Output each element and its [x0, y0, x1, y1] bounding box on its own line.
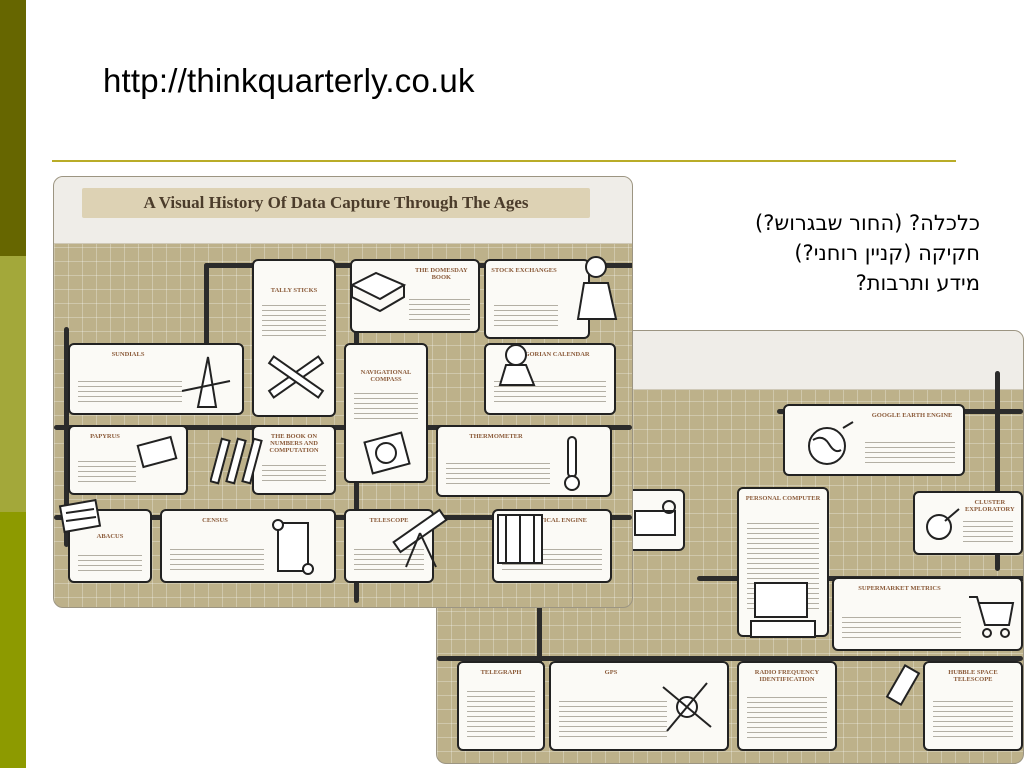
poster-banner: A Visual History Of Data Capture Through…: [82, 188, 590, 218]
card-hubble-space-telescope: HUBBLE SPACE TELESCOPE: [923, 661, 1023, 751]
card-radio-frequency-identification: RADIO FREQUENCY IDENTIFICATION: [737, 661, 837, 751]
hebrew-line-3: מידע ותרבות?: [855, 271, 980, 295]
card-cluster-exploratory: CLUSTER EXPLORATORY: [913, 491, 1023, 555]
card-google-earth-engine: GOOGLE EARTH ENGINE: [783, 404, 965, 476]
tally-sticks-icon: [267, 355, 325, 399]
sundial-icon: [181, 356, 231, 408]
trader-icon: [576, 256, 618, 320]
analytical-engine-icon: [497, 514, 543, 564]
card-supermarket-metrics: SUPERMARKET METRICS: [832, 577, 1023, 651]
accent-bar-bottom: [0, 512, 26, 768]
card-thermometer: THERMOMETER: [436, 425, 612, 497]
poster-image-front: A Visual History Of Data Capture Through…: [53, 176, 633, 608]
hebrew-bullets: כלכלה? (החור שבגרוש?) חקיקה (קניין רוחני…: [700, 208, 980, 298]
card-book-on-numbers: THE BOOK ON NUMBERS AND COMPUTATION: [252, 425, 336, 495]
shopping-cart-icon: [969, 596, 1015, 638]
book-icon: [349, 271, 407, 313]
papyrus-scroll-icon: [136, 435, 178, 469]
hebrew-line-2: חקיקה (קניין רוחני?): [794, 241, 980, 265]
road: [437, 656, 1023, 661]
card-partial: [625, 489, 685, 551]
card-domesday-book: THE DOMESDAY BOOK: [350, 259, 480, 333]
compass-icon: [363, 431, 411, 475]
road: [54, 515, 632, 520]
satellite-icon: [662, 682, 712, 732]
card-papyrus: PAPYRUS: [68, 425, 188, 495]
telescope-icon: [392, 508, 448, 568]
road: [995, 371, 1000, 571]
card-gps: GPS: [549, 661, 729, 751]
slide-title: http://thinkquarterly.co.uk: [103, 62, 475, 99]
title-divider: [52, 160, 956, 162]
accent-bar-middle: [0, 256, 26, 512]
thermometer-icon: [564, 436, 580, 491]
poster-front-paper: A Visual History Of Data Capture Through…: [54, 177, 632, 244]
accent-bar-top: [0, 0, 26, 256]
napier-bones-icon: [210, 437, 263, 485]
road: [64, 327, 69, 547]
census-scroll-icon: [272, 519, 314, 575]
abacus-icon: [58, 499, 102, 534]
telescope-satellite-icon: [885, 664, 921, 706]
card-telescope: TELESCOPE: [344, 509, 434, 583]
card-navigational-compass: NAVIGATIONAL COMPASS: [344, 343, 428, 483]
hebrew-line-1: כלכלה? (החור שבגרוש?): [755, 211, 980, 235]
globe-icon: [808, 421, 854, 465]
computer-icon: [750, 582, 816, 638]
card-tally-sticks: TALLY STICKS: [252, 259, 336, 417]
card-sundials: SUNDIALS: [68, 343, 244, 415]
road: [54, 425, 632, 430]
road: [204, 263, 209, 373]
machine-icon: [634, 500, 676, 536]
card-census: CENSUS: [160, 509, 336, 583]
card-telegraph: TELEGRAPH: [457, 661, 545, 751]
pope-icon: [498, 344, 536, 386]
satellite-dish-icon: [926, 508, 960, 540]
